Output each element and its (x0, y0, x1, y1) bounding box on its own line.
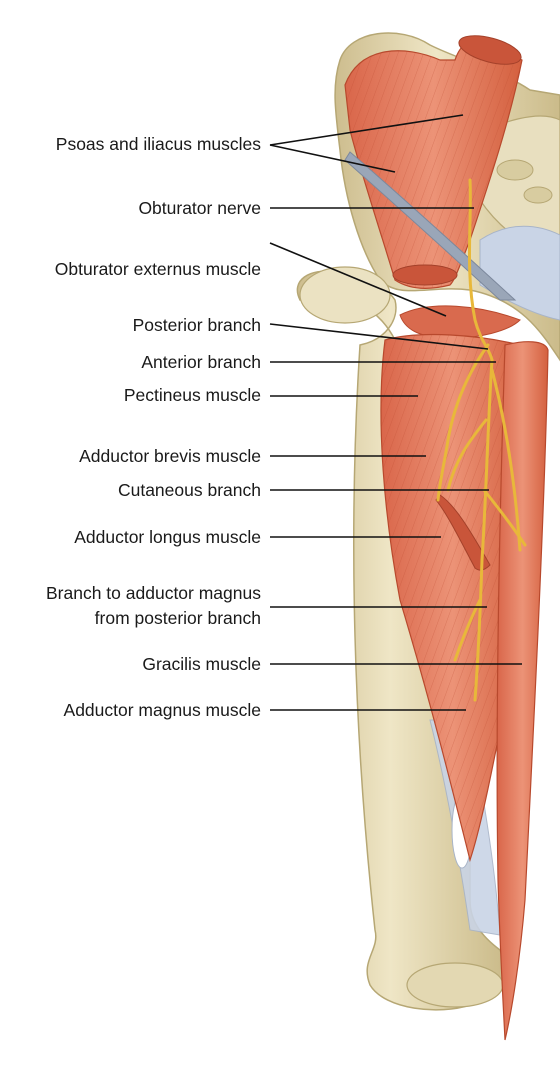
gracilis-muscle (496, 341, 549, 1041)
blood-vessel (344, 151, 517, 301)
leader-psoas-a (269, 114, 464, 146)
leader-psoas-b (269, 144, 396, 173)
label-gracilis: Gracilis muscle (142, 654, 261, 674)
label-anterior-branch: Anterior branch (141, 352, 261, 372)
psoas-iliacus-muscles (344, 35, 523, 289)
label-adductor-brevis: Adductor brevis muscle (79, 446, 261, 466)
obturator-externus-muscle (399, 305, 521, 339)
labels: Psoas and iliacus muscles Obturator nerv… (46, 134, 261, 720)
leader-obturator-externus (269, 242, 447, 317)
label-psoas-iliacus: Psoas and iliacus muscles (56, 134, 261, 154)
label-branch-magnus-line1: Branch to adductor magnus (46, 583, 261, 603)
label-branch-magnus-line2: from posterior branch (95, 608, 261, 628)
label-posterior-branch: Posterior branch (133, 315, 261, 335)
leader-lines (269, 114, 522, 711)
sacrospinous-ligament (479, 225, 560, 321)
label-pectineus: Pectineus muscle (124, 385, 261, 405)
label-cutaneous-branch: Cutaneous branch (118, 480, 261, 500)
label-obturator-externus: Obturator externus muscle (55, 259, 261, 279)
label-adductor-longus: Adductor longus muscle (74, 527, 261, 547)
label-adductor-magnus: Adductor magnus muscle (64, 700, 261, 720)
label-obturator-nerve: Obturator nerve (138, 198, 261, 218)
leader-posterior-branch (269, 323, 489, 350)
